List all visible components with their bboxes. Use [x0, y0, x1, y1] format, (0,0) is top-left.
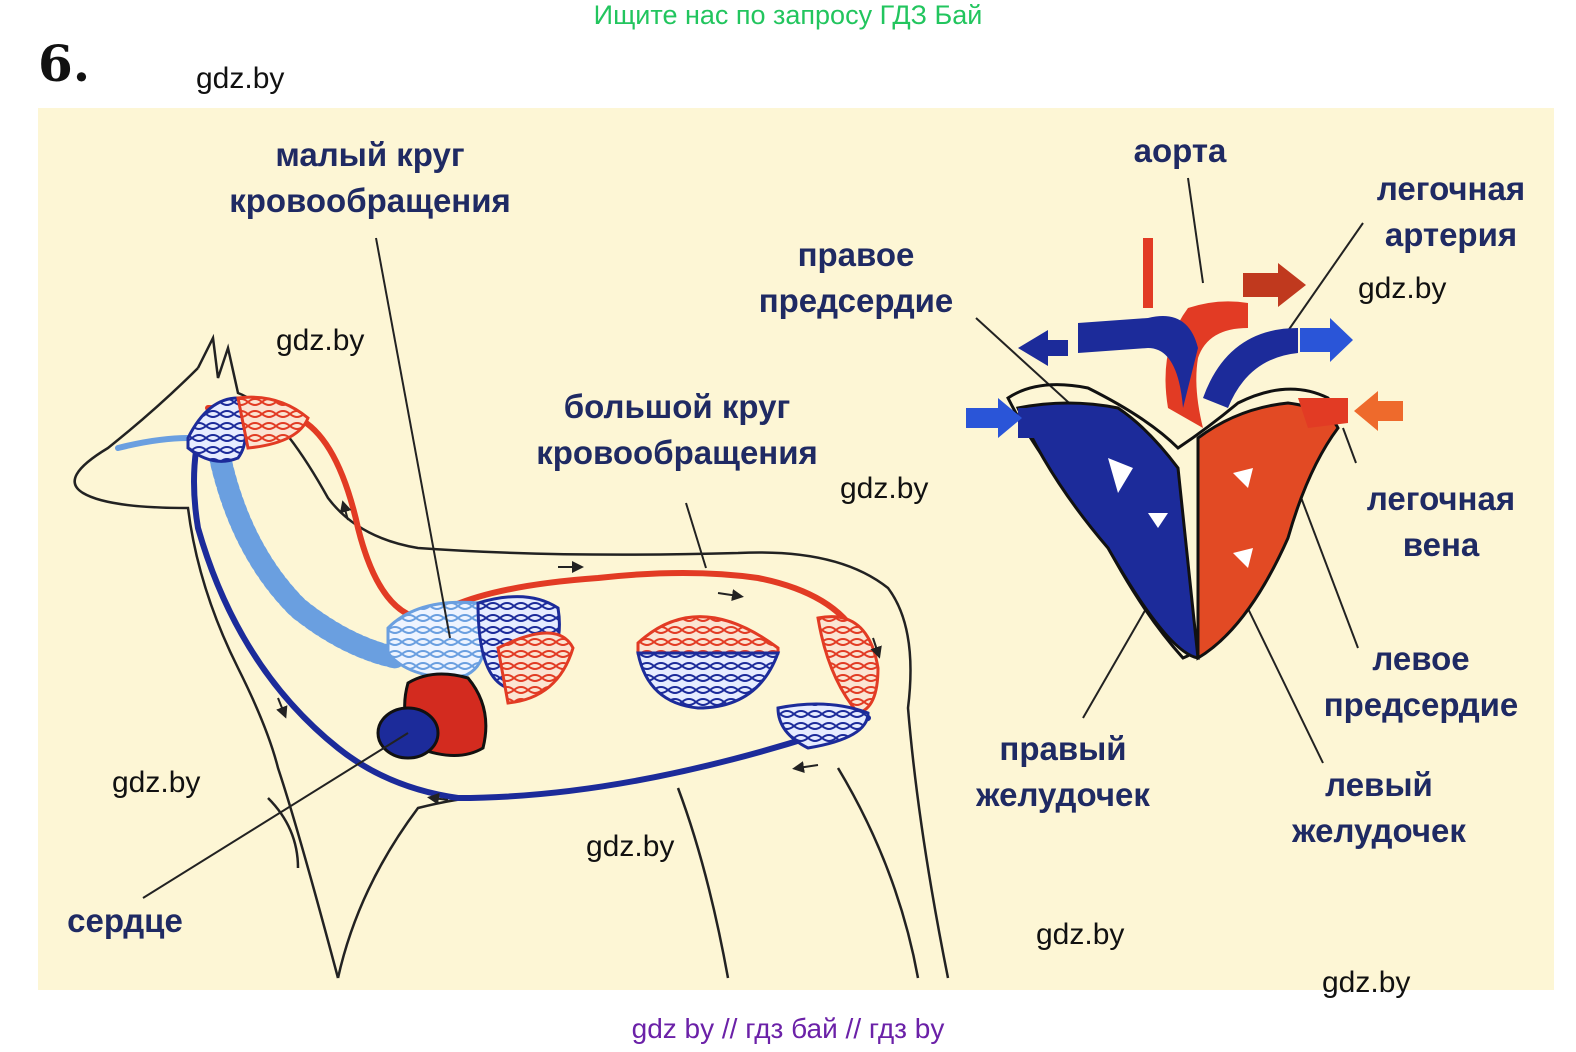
label-small-circle: малый круг кровообращения — [210, 132, 530, 224]
watermark: gdz.by — [1358, 272, 1447, 305]
heart-flow-arrows — [966, 263, 1403, 438]
label-pulmonary-vein: легочная вена — [1348, 476, 1534, 568]
arrow-pulmonary-vein — [1354, 391, 1403, 431]
label-left-atrium: левое предсердие — [1308, 636, 1534, 728]
arrow-aorta — [1243, 263, 1306, 307]
label-right-ventricle-line2: желудочек — [976, 776, 1150, 813]
head-capillaries-venous — [186, 396, 247, 463]
label-pulmonary-vein-line2: вена — [1402, 526, 1480, 563]
footer-text: gdz by // гдз бай // гдз by — [631, 1013, 945, 1044]
vein-left — [1078, 316, 1198, 408]
label-small-circle-line2: кровообращения — [229, 182, 511, 219]
heart-inner-arrows — [1108, 458, 1253, 568]
label-left-ventricle: левый желудочек — [1274, 762, 1484, 854]
heart-detail — [1006, 238, 1348, 661]
hind-capillaries-arterial — [816, 615, 880, 715]
label-left-ventricle-line1: левый — [1325, 766, 1433, 803]
label-left-ventricle-line2: желудочек — [1292, 812, 1466, 849]
watermark: gdz.by — [586, 830, 675, 863]
label-right-atrium-line1: правое — [797, 236, 915, 273]
dog-heart — [376, 672, 488, 760]
label-small-circle-line1: малый круг — [275, 136, 465, 173]
label-right-ventricle: правый желудочек — [958, 726, 1168, 818]
arrow-vena-cava-out — [1018, 330, 1068, 366]
label-heart: сердце — [67, 902, 183, 939]
watermark: gdz.by — [276, 324, 365, 357]
label-aorta: аорта — [1133, 132, 1227, 169]
label-left-atrium-line1: левое — [1372, 640, 1470, 677]
circulation-diagram-panel: малый круг кровообращения большой круг к… — [38, 108, 1554, 990]
task-number: 6. — [38, 34, 91, 93]
dog-outline — [73, 333, 950, 979]
organ-capillaries-venous — [636, 651, 781, 710]
label-left-atrium-line2: предсердие — [1323, 686, 1519, 723]
heart-right-side — [1015, 401, 1200, 660]
watermark: gdz.by — [196, 62, 285, 95]
lung-capillaries-arterial — [496, 631, 575, 705]
label-big-circle: большой круг кровообращения — [512, 384, 842, 476]
label-pulmonary-artery-line2: артерия — [1384, 216, 1518, 253]
watermark: gdz.by — [112, 766, 201, 799]
label-right-atrium-line2: предсердие — [758, 282, 954, 319]
label-pulmonary-artery: легочная артерия — [1358, 166, 1544, 258]
label-big-circle-line1: большой круг — [563, 388, 791, 425]
label-pulmonary-artery-line1: легочная — [1376, 170, 1526, 207]
head-capillaries-arterial — [236, 395, 310, 450]
watermark: gdz.by — [1036, 918, 1125, 951]
pulmonary-artery-vessel — [1203, 328, 1298, 408]
hind-capillaries-venous — [776, 702, 870, 750]
label-right-atrium: правое предсердие — [738, 232, 974, 324]
search-banner: Ищите нас по запросу ГДЗ Бай — [593, 0, 983, 30]
watermark: gdz.by — [1322, 966, 1411, 999]
label-big-circle-line2: кровообращения — [536, 434, 818, 471]
circulation-illustration — [73, 177, 1403, 979]
arrow-vena-cava-in — [966, 398, 1022, 438]
label-pulmonary-vein-line1: легочная — [1366, 480, 1516, 517]
flow-arrows — [276, 500, 882, 805]
heart-left-side — [1196, 401, 1340, 661]
watermark: gdz.by — [840, 472, 929, 505]
organ-capillaries-arterial — [636, 615, 780, 655]
arrow-pulmonary-artery — [1300, 318, 1353, 362]
label-right-ventricle-line1: правый — [999, 730, 1127, 767]
